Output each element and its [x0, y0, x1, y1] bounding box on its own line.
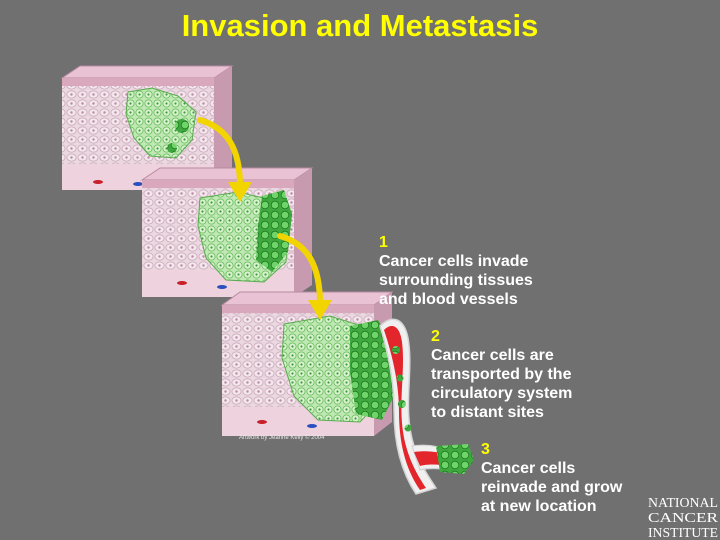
step-text-line: Cancer cells are: [431, 347, 554, 364]
diagram-title: Invasion and Metastasis: [181, 8, 539, 43]
tissue-block-2: [140, 167, 314, 297]
arrow-1: [197, 117, 252, 202]
nci-logo: NATIONAL CANCER INSTITUTE: [648, 496, 719, 540]
logo-line: NATIONAL: [648, 496, 718, 511]
step-text-line: Cancer cells invade: [379, 253, 529, 270]
step-1-caption: 1 Cancer cells invade surrounding tissue…: [379, 233, 533, 309]
artwork-credit: Artwork by Jeanne Kelly © 2004: [239, 435, 325, 441]
step-3-caption: 3 Cancer cells reinvade and grow at new …: [481, 440, 622, 516]
logo-line: INSTITUTE: [648, 526, 718, 540]
step-text-line: at new location: [481, 498, 597, 515]
step-2-caption: 2 Cancer cells are transported by the ci…: [431, 327, 572, 422]
step-text-line: Cancer cells: [481, 460, 576, 477]
step-text-line: and blood vessels: [379, 291, 518, 308]
step-text-line: circulatory system: [431, 385, 573, 402]
step-text-line: transported by the: [431, 366, 572, 383]
step-number: 2: [431, 328, 440, 345]
tissue-block-3: [220, 291, 396, 436]
step-number: 1: [379, 234, 388, 251]
step-text-line: reinvade and grow: [481, 479, 623, 496]
step-text-line: surrounding tissues: [379, 272, 533, 289]
step-text-line: to distant sites: [431, 404, 544, 421]
step-number: 3: [481, 441, 490, 458]
blood-vessel: [379, 318, 474, 495]
logo-line: CANCER: [648, 511, 719, 526]
arrow-2: [277, 233, 332, 320]
